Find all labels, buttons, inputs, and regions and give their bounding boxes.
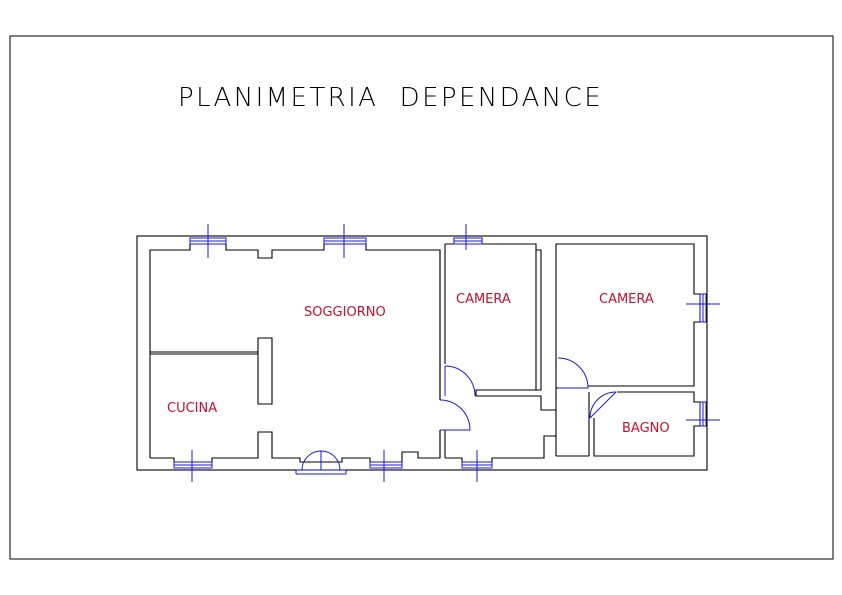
window-top-3 — [453, 224, 483, 250]
window-top-1 — [189, 224, 227, 258]
door-living-hall — [439, 399, 471, 431]
kitchen-partition — [150, 337, 273, 405]
exterior-wall — [136, 235, 708, 471]
room-label-bagno: BAGNO — [622, 421, 670, 436]
room-label-cucina: CUCINA — [167, 401, 217, 416]
plan-title: PLANIMETRIA DEPENDANCE — [178, 83, 603, 113]
window-right-2 — [686, 401, 720, 427]
door-bedroom-left — [444, 365, 476, 397]
window-right-1 — [686, 293, 720, 323]
room-label-camera-right: CAMERA — [599, 292, 654, 307]
sheet-border — [9, 35, 834, 560]
window-bottom-1 — [173, 450, 213, 482]
entrance-double-door — [295, 450, 347, 475]
interior-wall-living-bottom — [150, 430, 441, 463]
window-bottom-3 — [461, 450, 493, 482]
interior-wall-living — [149, 243, 441, 458]
hall-walls — [445, 435, 556, 463]
bedroom-left-walls — [445, 237, 556, 411]
door-bathroom — [589, 391, 617, 419]
window-bottom-2 — [369, 450, 403, 482]
room-label-camera-left: CAMERA — [456, 292, 511, 307]
window-top-2 — [323, 224, 367, 258]
room-label-soggiorno: SOGGIORNO — [304, 305, 386, 320]
door-bedroom-right — [557, 357, 589, 389]
